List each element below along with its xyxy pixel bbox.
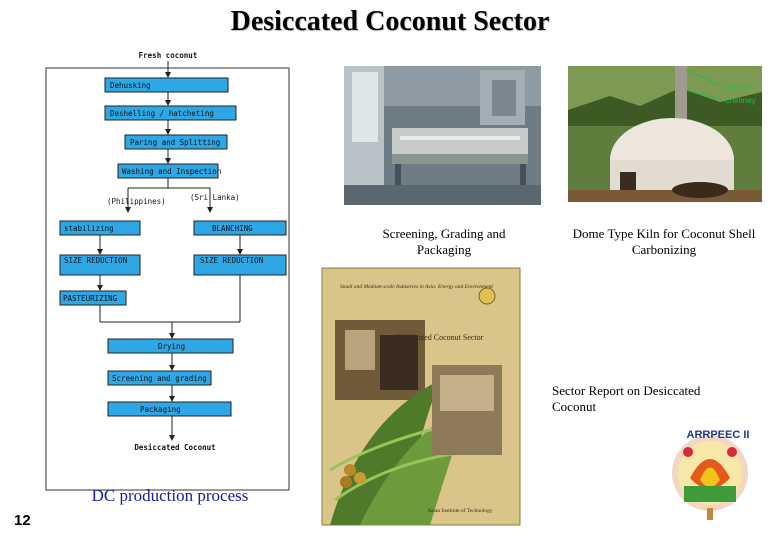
kiln-caption: Dome Type Kiln for Coconut Shell Carboni… xyxy=(572,226,756,257)
kiln-smoke-label: Smoke xyxy=(724,82,749,91)
arrpeec-logo-text: ARRPEEC II xyxy=(687,429,750,441)
arrpeec-logo: ARRPEEC II xyxy=(672,429,749,520)
step-size-reduction-right-label: SIZE REDUCTION xyxy=(200,256,263,265)
flowchart-caption: DC production process xyxy=(91,486,249,505)
step-pasteurizing-label: PASTEURIZING xyxy=(63,294,118,303)
start-label: Fresh coconut xyxy=(139,51,198,60)
step-packaging xyxy=(107,401,232,417)
step-drying xyxy=(107,338,234,354)
branch-right-label: (Sri Lanka) xyxy=(190,193,240,202)
step-screening xyxy=(107,370,212,386)
branch-left-label: (Philippines) xyxy=(107,197,166,206)
step-blanching-label: BLANCHING xyxy=(212,224,253,233)
step-pasteurizing xyxy=(59,290,127,306)
step-deshelling-label: Deshelling / hatcheting xyxy=(110,109,214,118)
screening-caption: Screening, Grading and Packaging xyxy=(382,226,506,257)
step-dehusking xyxy=(104,77,229,93)
step-stabilizing-label: stabilizing xyxy=(64,224,114,233)
step-drying-label: Drying xyxy=(158,342,185,351)
step-paring xyxy=(124,134,228,150)
report-cover-title: Desiccated Coconut Sector xyxy=(397,333,484,342)
report-cover-image: Small and Medium-scale Industries in Asi… xyxy=(321,267,521,526)
step-packaging-label: Packaging xyxy=(140,405,181,414)
slide-title: Desiccated Coconut Sector xyxy=(230,6,550,37)
step-size-reduction-left-label: SIZE REDUCTION xyxy=(64,256,127,265)
page-number: 12 xyxy=(14,512,31,529)
step-deshelling xyxy=(104,105,237,121)
step-dehusking-label: Dehusking xyxy=(110,81,151,90)
report-cover-publisher: Asian Institute of Technology xyxy=(427,507,493,514)
report-cover-top-text: Small and Medium-scale Industries in Asi… xyxy=(340,284,493,290)
step-washing-label: Washing and Inspection xyxy=(122,167,221,176)
step-screening-label: Screening and grading xyxy=(112,374,207,383)
step-paring-label: Paring and Splitting xyxy=(130,138,220,147)
report-caption: Sector Report on Desiccated Coconut xyxy=(552,383,701,414)
end-label: Desiccated Coconut xyxy=(134,443,215,452)
kiln-photo: Smoke Chimney xyxy=(568,66,762,202)
kiln-chimney-label: Chimney xyxy=(724,96,756,105)
screening-machine-photo xyxy=(344,66,541,205)
